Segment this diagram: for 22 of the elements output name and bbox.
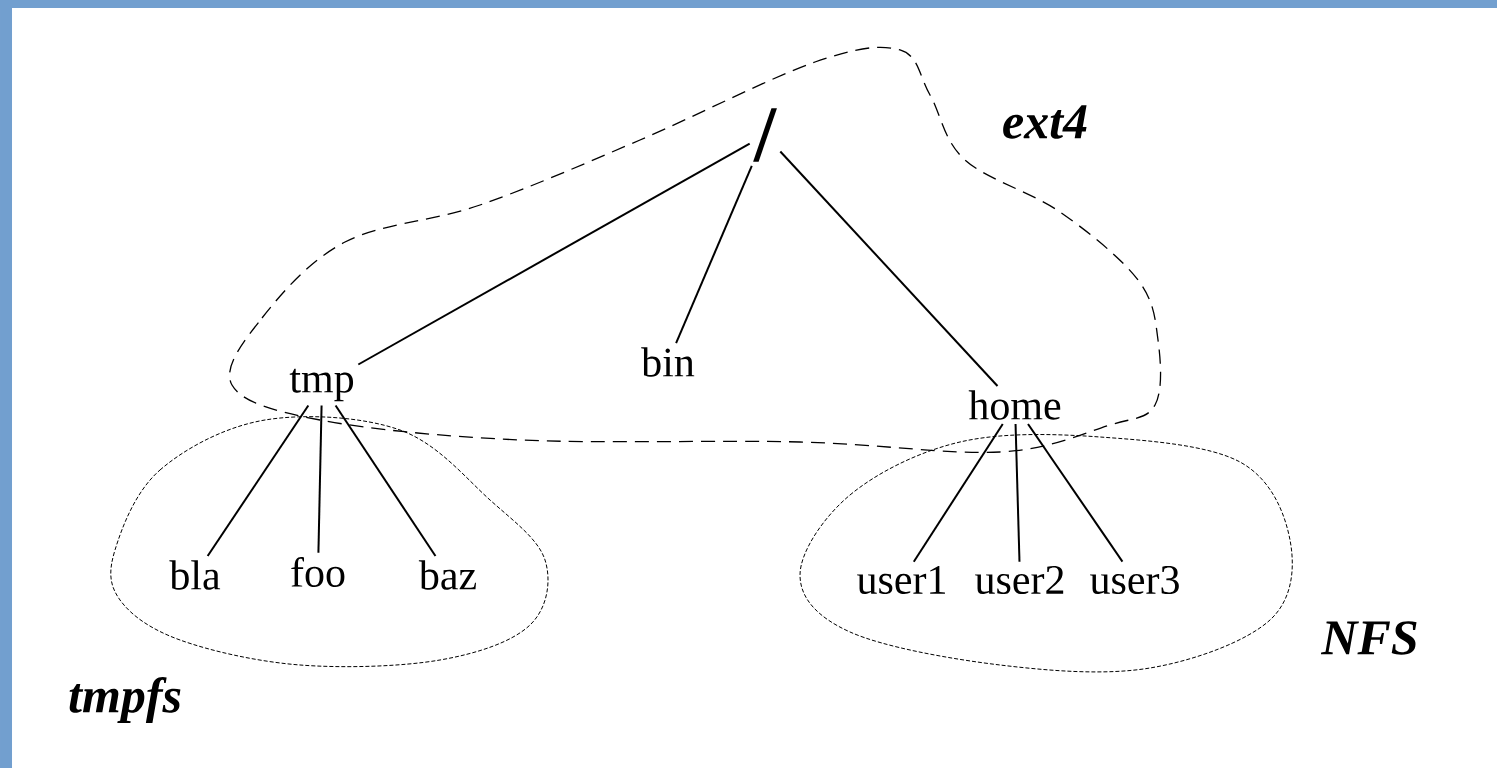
directory-name: baz (418, 560, 476, 590)
directory-name: / (753, 108, 777, 162)
directory-name: home (968, 390, 1061, 420)
tree-line (675, 164, 753, 344)
directory-name: bin (641, 347, 695, 377)
tree-line (317, 404, 323, 554)
directory-name: foo (291, 557, 345, 587)
directory-name: user2 (975, 565, 1064, 595)
filesystem-label: NFS (1320, 621, 1417, 655)
tree-line (206, 404, 310, 557)
tree-line (357, 142, 751, 366)
filesystem-label: tmpfs (69, 677, 181, 723)
directory-name: bla (169, 560, 221, 590)
tree-line (912, 422, 1004, 563)
tree-line (334, 404, 437, 557)
directory-name: user3 (1090, 565, 1179, 595)
tree-line (1027, 422, 1124, 563)
tree-line (1014, 422, 1021, 563)
filesystem-label: ext4 (1003, 105, 1087, 139)
directory-name: tmp (289, 368, 354, 402)
directory-name: user1 (857, 565, 945, 595)
tree-line (779, 150, 999, 387)
